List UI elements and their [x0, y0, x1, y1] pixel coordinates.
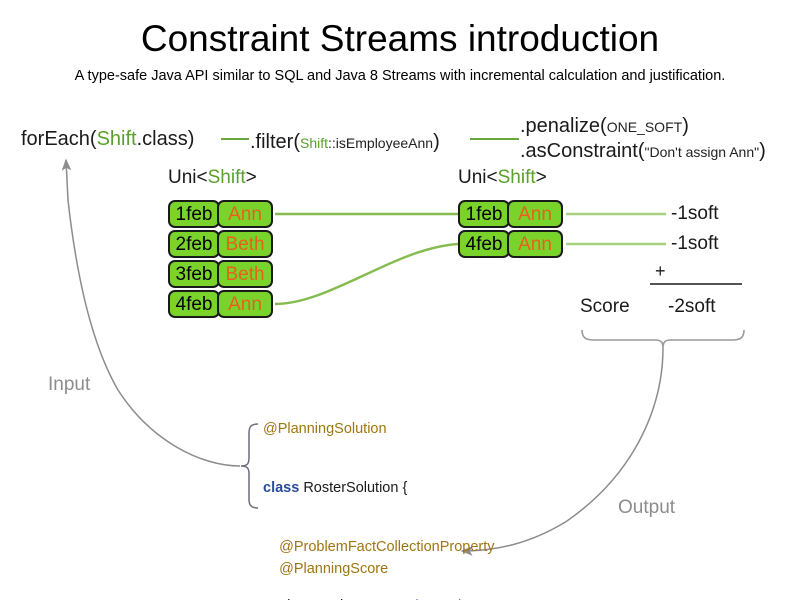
fact-link-4feb — [274, 242, 459, 306]
fact-employee: Ann — [217, 290, 273, 318]
fact-employee: Ann — [507, 230, 563, 258]
score-plus-sign: + — [655, 261, 666, 281]
uni-label-right: Uni<Shift> — [458, 167, 547, 189]
employee-list-semicolon: ; — [473, 598, 477, 600]
filter-prefix: .filter( — [250, 131, 300, 153]
fact-date: 1feb — [458, 200, 510, 228]
foreach-expression: forEach(Shift.class) — [21, 128, 194, 151]
fact-date: 4feb — [168, 290, 220, 318]
fact-row[interactable]: 4feb Ann — [458, 230, 563, 258]
as-constraint-prefix: .asConstraint( — [520, 140, 645, 162]
fact-employee: Ann — [507, 200, 563, 228]
penalty-label: -1soft — [671, 233, 719, 254]
filter-suffix: ) — [433, 131, 440, 153]
score-label: Score — [580, 296, 630, 317]
penalty-label: -1soft — [671, 203, 719, 224]
code-line-problem-fact-annotation: @ProblemFactCollectionProperty — [263, 538, 505, 558]
annotation-planning-solution: @PlanningSolution — [263, 421, 387, 438]
uni-right-prefix: Uni< — [458, 167, 498, 188]
fact-employee: Ann — [217, 200, 273, 228]
filter-expression: .filter(Shift::isEmployeeAnn) — [250, 131, 440, 154]
penalize-suffix: ) — [682, 115, 689, 137]
code-line-employee-list: List<Employee> employeeList; — [263, 597, 505, 600]
page-title: Constraint Streams introduction — [140, 18, 660, 59]
keyword-class: class — [263, 479, 300, 496]
penalize-arg: ONE_SOFT — [606, 119, 683, 135]
fact-row[interactable]: 1feb Ann — [458, 200, 563, 228]
employee-list-type: List<Employee> — [263, 598, 387, 600]
as-constraint-arg: "Don't assign Ann" — [644, 144, 760, 160]
foreach-type: Shift — [96, 128, 137, 150]
code-fields-brace — [240, 423, 259, 509]
score-total-value: -2soft — [668, 296, 716, 317]
employee-list-field: employeeList — [387, 598, 472, 600]
fact-date: 2feb — [168, 230, 220, 258]
page-subtitle: A type-safe Java API similar to SQL and … — [74, 68, 726, 84]
annotation-problem-fact-collection-property: @ProblemFactCollectionProperty — [263, 538, 495, 555]
uni-right-type: Shift — [497, 167, 536, 188]
code-line-planning-score-annotation: @PlanningScore — [263, 560, 418, 580]
left-fact-list: 1feb Ann 2feb Beth 3feb Beth 4feb Ann — [168, 200, 273, 320]
uni-label-left: Uni<Shift> — [168, 167, 257, 189]
uni-left-prefix: Uni< — [168, 167, 208, 188]
uni-right-suffix: > — [535, 167, 547, 188]
class-name-roster-solution: RosterSolution { — [299, 479, 408, 496]
fact-row[interactable]: 3feb Beth — [168, 260, 273, 288]
input-annotation: Input — [48, 374, 91, 395]
code-block-score: @PlanningScore HardSoftScore score; } — [263, 521, 418, 600]
filter-arg-rest: ::isEmployeeAnn — [328, 135, 434, 151]
penalize-expression: .penalize(ONE_SOFT) — [520, 115, 689, 138]
annotation-planning-score: @PlanningScore — [263, 561, 389, 578]
fact-row[interactable]: 1feb Ann — [168, 200, 273, 228]
fact-row[interactable]: 4feb Ann — [168, 290, 273, 318]
penalize-prefix: .penalize( — [520, 115, 607, 137]
score-brace — [581, 329, 745, 349]
code-block-solution: @PlanningSolution class RosterSolution {… — [263, 381, 505, 600]
fact-employee: Beth — [217, 260, 273, 288]
as-constraint-suffix: ) — [759, 140, 766, 162]
right-fact-list: 1feb Ann 4feb Ann — [458, 200, 563, 260]
code-line-planning-solution-annotation: @PlanningSolution — [263, 420, 505, 440]
uni-left-type: Shift — [207, 167, 246, 188]
filter-arg-type: Shift — [300, 135, 329, 151]
fact-row[interactable]: 2feb Beth — [168, 230, 273, 258]
fact-employee: Beth — [217, 230, 273, 258]
uni-left-suffix: > — [245, 167, 257, 188]
as-constraint-expression: .asConstraint("Don't assign Ann") — [520, 140, 766, 163]
code-line-class-declaration: class RosterSolution { — [263, 479, 505, 499]
foreach-suffix: .class) — [136, 128, 195, 150]
fact-date: 3feb — [168, 260, 220, 288]
fact-date: 1feb — [168, 200, 220, 228]
output-annotation: Output — [618, 497, 676, 518]
foreach-prefix: forEach( — [21, 128, 97, 150]
fact-date: 4feb — [458, 230, 510, 258]
